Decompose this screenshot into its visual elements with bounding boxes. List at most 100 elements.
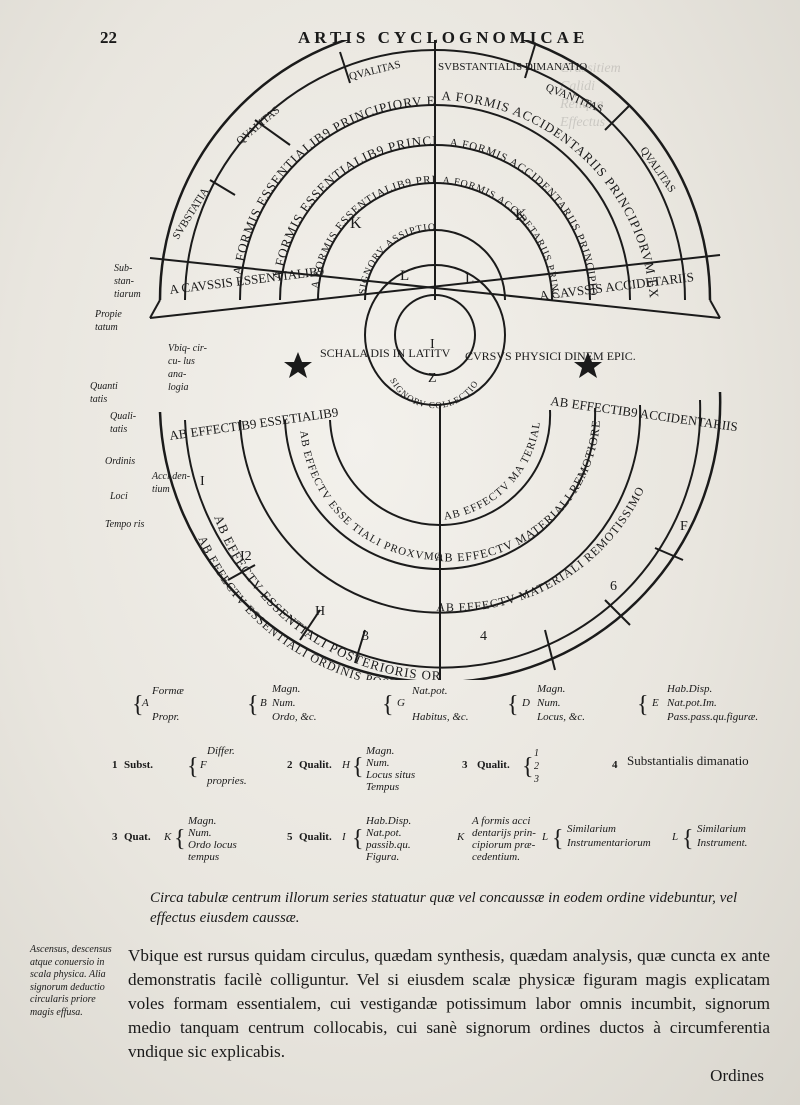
key-marker: E (652, 697, 659, 709)
key-line: Formæ (152, 685, 184, 697)
key-line: dentarijs prin- (472, 827, 536, 839)
side-label-substantiarum: Sub- stan- tiarum (114, 263, 141, 300)
key-line: Nat.pot.Im. (667, 697, 717, 709)
key-num: 1 (112, 759, 118, 771)
letter-k-left: K (350, 215, 362, 232)
key-num: 4 (612, 759, 618, 771)
side-label-accidentium: Acci den- tium (152, 471, 191, 495)
lower-semicircle (158, 391, 722, 680)
lower-axis-label-left: AB EFFECTIB9 ESSETIALIB9 (168, 404, 339, 443)
ring-text-lower-left-3: AB EFFECTV ESSE TIALI PROXVMO (297, 430, 443, 563)
key-line: propries. (207, 775, 247, 787)
key-marker: G (397, 697, 405, 709)
lower-sector-h: H (315, 604, 325, 619)
key-line: Similarium (567, 823, 616, 835)
sector-label-b: QVALITAS (234, 104, 282, 147)
side-label-propietatum: Propie tatum (95, 309, 122, 333)
side-label-qualitatis: Quali- tatis (110, 411, 137, 435)
key-line: Magn. (188, 815, 217, 827)
letter-center-z: Z (428, 371, 437, 386)
key-line: Magn. (366, 745, 395, 757)
cyclognomic-diagram: A FORMIS ESSENTIALIB9 PRINCIPIORV EXTERI… (0, 40, 739, 680)
sector-label-d: SVBSTANTIALIS DIMANATIO (438, 61, 587, 73)
key-head: Qualit. (477, 759, 510, 771)
key-marker: L (672, 831, 679, 843)
page-number: 22 (100, 28, 117, 47)
crossing-axes (149, 254, 721, 319)
key-line: Hab.Disp. (366, 815, 412, 827)
letter-k-right: K (515, 207, 527, 224)
margin-note: Ascensus, descensus atque conuersio in s… (30, 944, 112, 1018)
lower-sector-6: 6 (610, 579, 617, 594)
side-label-loci: Loci (110, 491, 128, 502)
side-label-ordinis: Ordinis (105, 456, 136, 467)
key-num: 5 (287, 831, 293, 843)
ring-text-center-top: SIGNORV ASSIPTIO A CAVSIS (0, 40, 436, 295)
side-label-temporis: Tempo ris (105, 519, 145, 530)
key-line: Ordo locus (188, 839, 237, 851)
axis-label-right: A CAVSSIS ACCIDETARIIS (539, 269, 695, 303)
key-marker: F (200, 759, 207, 771)
key-marker: L (542, 831, 549, 843)
key-line: tempus (188, 851, 220, 863)
letter-l-right: L (465, 271, 474, 287)
letter-l-left: L (400, 268, 409, 284)
side-label-quantitatis: Quanti tatis (90, 381, 118, 405)
key-line: Similarium (697, 823, 746, 835)
ring-text-lower-right-2: AB EFFECTV MATERIALI REMOTISSIMO (436, 484, 647, 615)
key-line: Locus, &c. (537, 711, 585, 723)
key-marker: I (342, 831, 346, 843)
key-line: Differ. (207, 745, 235, 757)
lower-sector-i: I (200, 474, 205, 489)
key-line: Magn. (272, 683, 301, 695)
key-head: Subst. (124, 759, 154, 771)
key-line: passib.qu. (366, 839, 411, 851)
key-line: Num. (272, 697, 296, 709)
key-marker: H (342, 759, 350, 771)
upper-semicircle (158, 40, 712, 301)
lower-sector-i2: I2 (240, 549, 252, 564)
ring-text-upper-right-2: A FORMIS ACCIDENTARIIS PRINCIPIO PROXI M… (0, 40, 599, 300)
key-line: Hab.Disp. (667, 683, 713, 695)
key-head: Quat. (124, 831, 151, 843)
key-line: Ordo, &c. (272, 711, 317, 723)
key-line: Pass.pass.qu.figuræ. (667, 711, 759, 723)
key-num: 2 (287, 759, 293, 771)
key-line: Instrument. (697, 837, 748, 849)
sector-label-e: QVANTITAS (544, 82, 605, 116)
key-line: Nat.pot. (412, 685, 448, 697)
star-icon (284, 352, 602, 378)
key-line: Num. (188, 827, 212, 839)
lower-sector-4: 4 (480, 629, 487, 644)
key-line: cipiorum præ- (472, 839, 536, 851)
key-marker: A (142, 697, 149, 709)
diagram-caption: Circa tabulæ centrum illorum series stat… (150, 890, 738, 926)
key-marker: B (260, 697, 267, 709)
key-line: A formis acci (472, 815, 531, 827)
key-line: Tempus (366, 781, 400, 793)
key-head: Qualit. (299, 831, 332, 843)
center-label-left: SCHALA DIS IN LATITV (320, 346, 451, 360)
center-label-right: CVRSVS PHYSICI DINEM EPIC. (465, 349, 636, 363)
key-line: Locus situs (366, 769, 416, 781)
catchword: Ordines (710, 1066, 764, 1085)
running-title: ARTIS CYCLOGNOMICAE (298, 28, 589, 47)
lower-axis-label-right: AB EFFECTIB9 ACCIDENTARIIS (550, 393, 739, 434)
key-marker: K (457, 831, 465, 843)
key-line: Magn. (537, 683, 566, 695)
key-line: Instrumentariorum (567, 837, 651, 849)
key-line: Num. (366, 757, 390, 769)
key-marker: 1 2 3 (534, 748, 539, 785)
key-num: 3 (462, 759, 468, 771)
key-row-3: 3 Quat. K { Magn. Num. Ordo locus tempus… (112, 815, 748, 863)
sector-label-a: SVBSTATIA (170, 186, 211, 242)
key-line: Num. (537, 697, 561, 709)
lower-sector-f: F (680, 519, 688, 534)
side-label-analogia: Vbiq- cir- cu- lus ana- logia (168, 343, 207, 393)
lower-sector-3: 3 (362, 629, 369, 644)
key-line: Nat.pot. (366, 827, 402, 839)
key-marker: K (164, 831, 172, 843)
key-marker: D (522, 697, 530, 709)
